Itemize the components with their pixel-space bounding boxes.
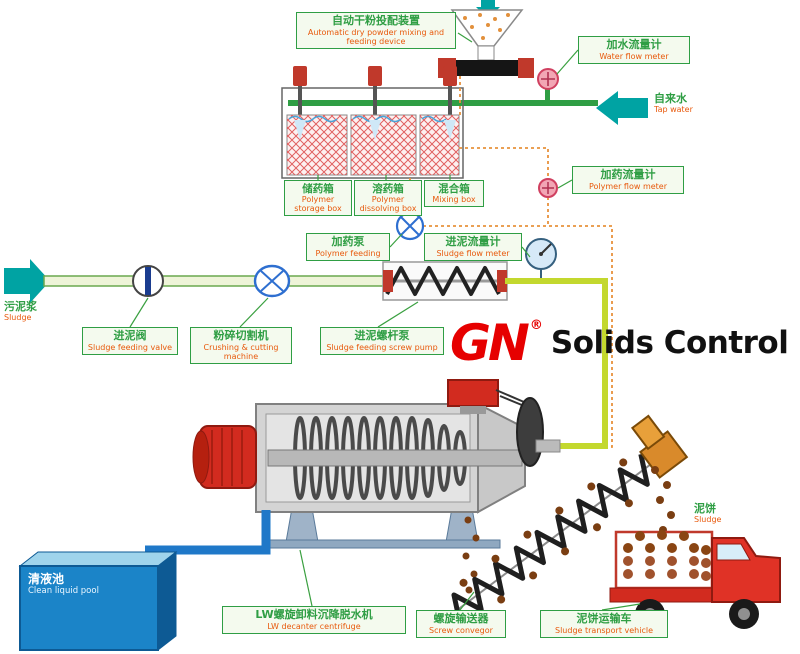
label-sludge-inlet-en: Sludge [4,313,32,323]
label-sludge-feeding-valve: 进泥阀 Sludge feeding valve [82,327,178,355]
label-screw-pump-en: Sludge feeding screw pump [326,342,438,352]
polymer-tank-assembly [281,66,464,179]
gn-solids-control-logo: GN ® Solids Control [450,314,789,372]
sludge-feeding-valve-symbol [132,265,164,297]
truck-window [716,543,751,561]
screw-pump-machine [382,261,508,301]
clean-liquid-pool [18,550,178,652]
valve-icon [368,66,382,86]
transport-truck [609,530,781,629]
feed-inlet-tube [535,439,561,453]
label-tap-water-zh: 自来水 [654,92,687,105]
label-polymer-feeding-pump: 加药泵 Polymer feeding [306,233,390,261]
tap-water-arrow-icon [596,91,648,125]
label-polymer-flow-meter: 加药流量计 Polymer flow meter [572,166,684,194]
cargo-cake-dots [623,530,711,581]
effluent-pipe [145,510,271,555]
label-polymer-feeding-en: Polymer feeding [315,248,381,258]
main-motor [192,425,257,489]
slurry-pipe [505,278,608,449]
label-crushing-machine-zh: 粉碎切割机 [213,329,269,342]
water-pipe [288,100,598,106]
polymer-pump [395,211,425,241]
label-sludge-cake-zh: 泥饼 [694,502,716,515]
label-water-flow-meter-en: Water flow meter [599,51,669,61]
label-mixing-box: 混合箱 Mixing box [424,180,484,208]
decanter-centrifuge [192,379,561,549]
label-polymer-flow-meter-zh: 加药流量计 [600,168,656,181]
label-crushing-machine-en: Crushing & cutting machine [203,342,279,361]
belt-pulley [516,397,544,467]
valve-icon [293,66,307,86]
label-dry-powder-device: 自动干粉投配装置 Automatic dry powder mixing and… [296,12,456,50]
label-water-flow-meter-zh: 加水流量计 [606,38,662,51]
label-polymer-storage-zh: 储药箱 [302,183,334,195]
valve-icon [443,66,457,86]
label-sludge-flow-meter-en: Sludge flow meter [436,248,510,258]
label-clean-pool: 清液池 Clean liquid pool [28,572,138,597]
sludge-pipe [43,275,389,287]
label-screw-pump: 进泥螺杆泵 Sludge feeding screw pump [320,327,444,355]
label-sludge-flow-meter: 进泥流量计 Sludge flow meter [424,233,522,261]
back-drive-motor [447,379,499,407]
crushing-machine-symbol [253,264,291,298]
label-screw-conveyor: 螺旋输送器 Screw convegor [416,610,506,638]
screw-conveyor-machine [451,414,689,628]
label-crushing-machine: 粉碎切割机 Crushing & cutting machine [190,327,292,365]
label-sludge-inlet: 污泥浆 Sludge [4,300,64,323]
label-transport-vehicle-zh: 泥饼运输车 [576,612,632,625]
label-dry-powder-zh: 自动干粉投配装置 [332,14,420,27]
sludge-inlet-arrow-icon [4,259,50,303]
label-sludge-cake-en: Sludge [694,515,722,525]
dissolving-tank [350,114,417,176]
label-polymer-flow-meter-en: Polymer flow meter [588,181,668,191]
label-sludge-feeding-valve-en: Sludge feeding valve [87,342,173,352]
label-tap-water: 自来水 Tap water [654,92,734,115]
label-polymer-dissolving-zh: 溶药箱 [372,183,404,195]
tank-valves [293,66,457,118]
label-tap-water-en: Tap water [654,105,693,115]
label-sludge-flow-meter-zh: 进泥流量计 [445,235,501,248]
label-screw-conveyor-en: Screw convegor [429,625,493,635]
label-clean-pool-zh: 清液池 [28,572,65,586]
label-screw-pump-zh: 进泥螺杆泵 [354,329,410,342]
logo-gn-text: GN [450,314,530,372]
tap-water-line [288,68,648,125]
label-transport-vehicle: 泥饼运输车 Sludge transport vehicle [540,610,668,638]
label-polymer-dissolving: 溶药箱 Polymer dissolving box [354,180,422,217]
sludge-flow-meter-gauge [525,238,557,278]
label-mixing-box-en: Mixing box [432,195,476,205]
powder-hopper [438,0,534,78]
label-transport-vehicle-en: Sludge transport vehicle [555,625,653,635]
label-sludge-feeding-valve-zh: 进泥阀 [113,329,147,342]
sludge-cake-dots [462,516,480,594]
label-mixing-box-zh: 混合箱 [438,183,470,195]
label-decanter-en: LW decanter centrifuge [267,621,361,631]
registered-mark-icon: ® [529,318,543,333]
label-screw-conveyor-zh: 螺旋输送器 [433,612,489,625]
logo-brand-name: Solids Control [550,325,789,361]
label-clean-pool-en: Clean liquid pool [28,586,99,597]
label-water-flow-meter: 加水流量计 Water flow meter [578,36,690,64]
label-decanter-centrifuge: LW螺旋卸料沉降脱水机 LW decanter centrifuge [222,606,406,634]
label-sludge-cake: 泥饼 Sludge [694,502,750,525]
screw-feeder-bar [438,60,534,76]
label-sludge-inlet-zh: 污泥浆 [4,300,37,313]
label-polymer-feeding-zh: 加药泵 [331,235,365,248]
label-polymer-storage-en: Polymer storage box [294,195,342,214]
label-polymer-dissolving-en: Polymer dissolving box [359,195,417,214]
label-polymer-storage: 储药箱 Polymer storage box [284,180,352,217]
label-decanter-zh: LW螺旋卸料沉降脱水机 [255,608,373,621]
sludge-feed-line [4,259,389,303]
label-dry-powder-en: Automatic dry powder mixing and feeding … [307,27,445,46]
leader-lines [129,32,641,611]
